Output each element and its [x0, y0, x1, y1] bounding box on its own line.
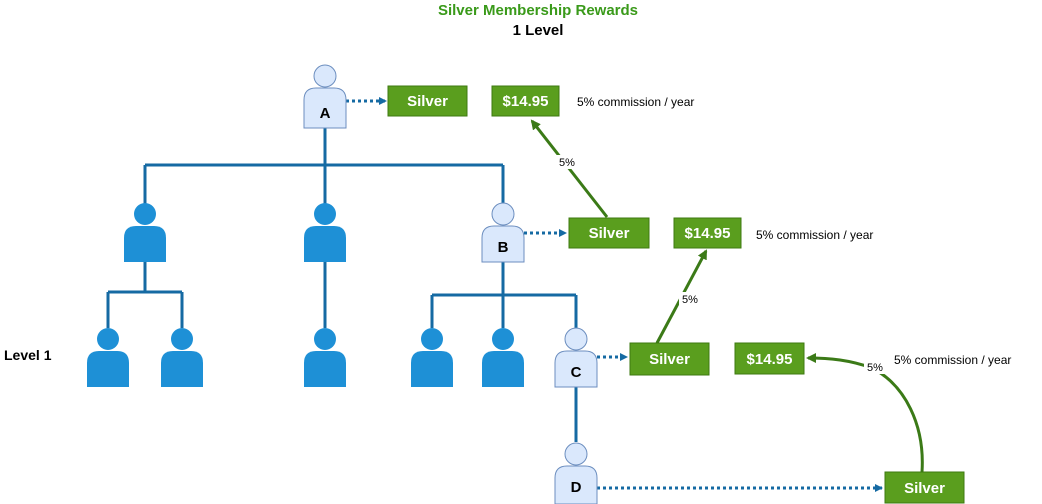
level-label: Level 1 — [4, 347, 52, 363]
commission-label-1: 5% commission / year — [577, 95, 694, 109]
commission-arrows — [530, 119, 924, 473]
percent-label-3: 5% — [867, 362, 883, 374]
person-icon — [482, 328, 524, 387]
price-boxes: $14.95 $14.95 $14.95 — [491, 85, 805, 375]
silver-box-c-label: Silver — [649, 351, 690, 368]
silver-box-d-label: Silver — [904, 480, 945, 497]
tree-connectors — [106, 128, 578, 442]
person-icon — [304, 328, 346, 387]
percent-label-1: 5% — [559, 157, 575, 169]
price-box-2-label: $14.95 — [685, 225, 731, 242]
node-label-d: D — [571, 479, 582, 496]
node-label-b: B — [498, 239, 509, 256]
node-label-c: C — [571, 364, 582, 381]
person-icon — [161, 328, 203, 387]
price-box-1-label: $14.95 — [503, 93, 549, 110]
silver-boxes: Silver Silver Silver Silver — [387, 85, 965, 504]
silver-box-b-label: Silver — [589, 225, 630, 242]
node-label-a: A — [320, 105, 331, 122]
arrow-d-to-c-price — [806, 353, 924, 473]
commission-label-2: 5% commission / year — [756, 228, 873, 242]
price-box-3 — [734, 342, 805, 375]
person-b — [481, 202, 525, 263]
person-icon — [411, 328, 453, 387]
diagram-subtitle: 1 Level — [513, 22, 564, 39]
silver-box-a-label: Silver — [407, 93, 448, 110]
dotted-arrows — [346, 97, 883, 492]
labeled-persons — [303, 64, 598, 504]
diagram-title: Silver Membership Rewards — [438, 2, 638, 19]
commission-label-3: 5% commission / year — [894, 353, 1011, 367]
silver-box-c — [629, 342, 710, 376]
percent-label-2: 5% — [682, 294, 698, 306]
price-box-1 — [491, 85, 560, 117]
person-a — [303, 64, 347, 129]
person-c — [554, 327, 598, 388]
silver-box-d — [884, 471, 965, 504]
silver-box-a — [387, 85, 468, 117]
price-box-2 — [673, 217, 742, 249]
member-persons — [87, 203, 524, 387]
person-icon — [304, 203, 346, 262]
person-d — [554, 442, 598, 504]
person-icon — [124, 203, 166, 262]
price-box-3-label: $14.95 — [747, 351, 793, 368]
person-icon — [87, 328, 129, 387]
silver-box-b — [568, 217, 650, 249]
